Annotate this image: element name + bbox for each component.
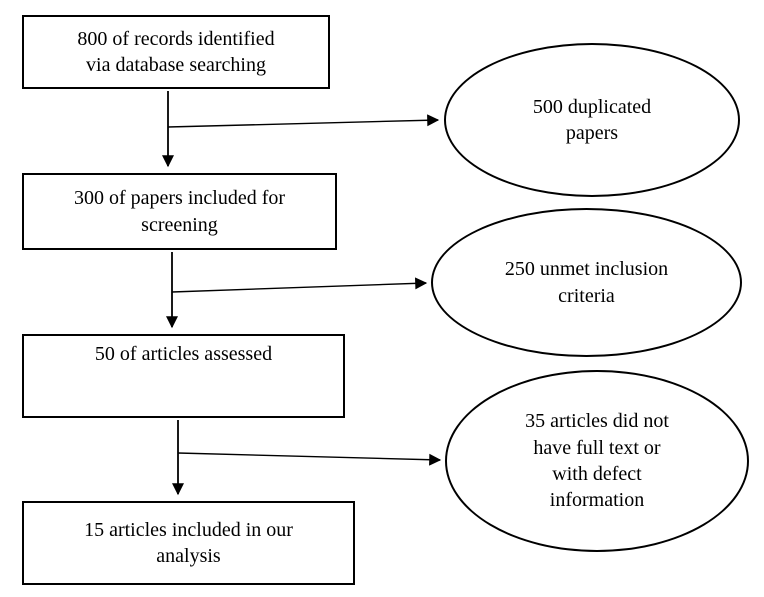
box-articles-included-text: 15 articles included in our analysis <box>84 518 293 567</box>
ellipse-no-full-text-text: 35 articles did not have full text or wi… <box>525 410 669 512</box>
ellipse-duplicated-papers: 500 duplicated papers <box>444 43 740 197</box>
box-papers-screening-text: 300 of papers included for screening <box>73 187 286 236</box>
ellipse-no-full-text: 35 articles did not have full text or wi… <box>445 370 749 552</box>
ellipse-unmet-criteria-text: 250 unmet inclusion criteria <box>504 258 669 307</box>
box-papers-screening: 300 of papers included for screening <box>22 173 337 250</box>
box-articles-included: 15 articles included in our analysis <box>22 501 355 585</box>
box-articles-assessed: 50 of articles assessed <box>22 334 345 418</box>
box-articles-assessed-text: 50 of articles assessed <box>94 343 273 365</box>
box-records-identified: 800 of records identified via database s… <box>22 15 330 89</box>
arrow-branch-to-duplicated-papers <box>167 114 440 128</box>
box-records-identified-text: 800 of records identified via database s… <box>77 27 275 76</box>
ellipse-duplicated-papers-text: 500 duplicated papers <box>532 95 652 144</box>
arrow-branch-to-no-full-text <box>177 452 442 466</box>
ellipse-unmet-criteria: 250 unmet inclusion criteria <box>431 208 742 357</box>
arrow-branch-to-unmet-criteria <box>171 277 428 293</box>
